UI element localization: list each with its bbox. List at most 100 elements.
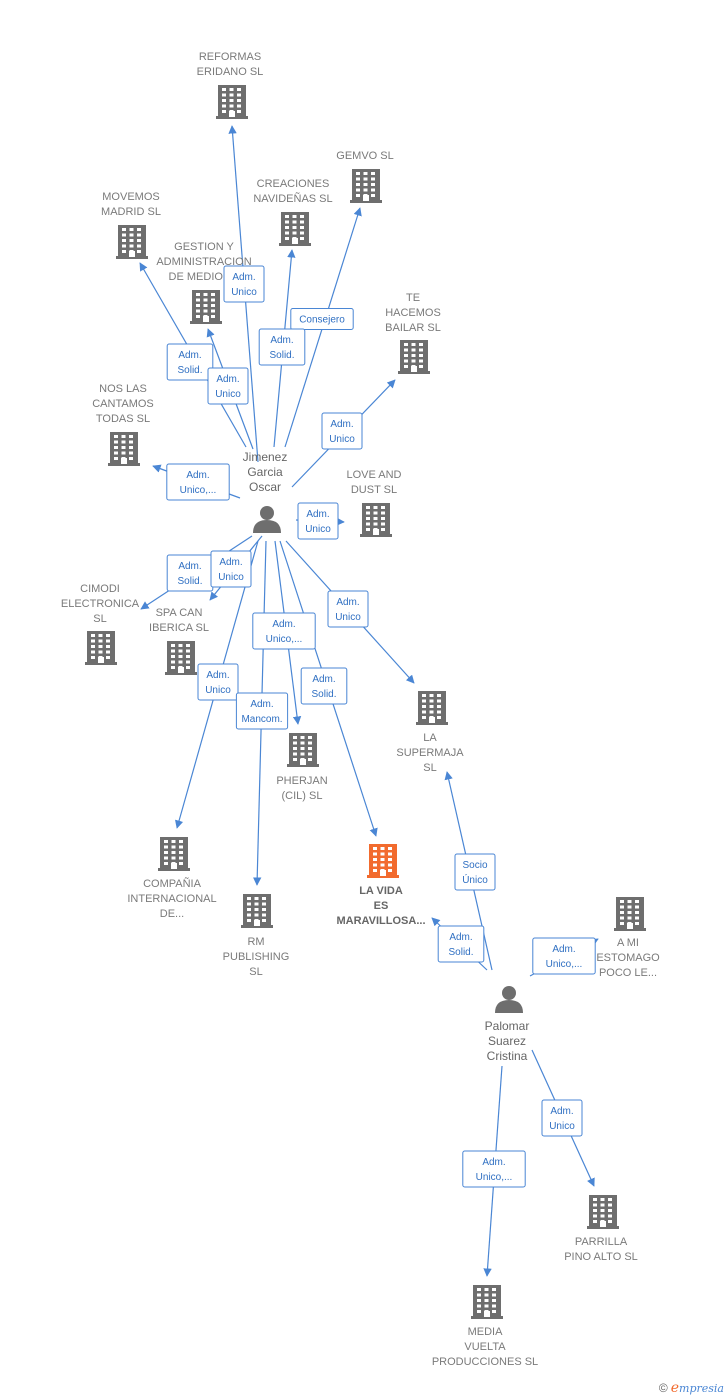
role-label-lasupermaja[interactable]: Adm.Unico xyxy=(327,590,369,628)
person-label-line: Palomar xyxy=(485,1019,530,1033)
building-icon xyxy=(279,212,311,246)
role-text: Adm. xyxy=(178,561,201,572)
role-text: Unico xyxy=(205,685,231,696)
company-label-line: GESTION Y xyxy=(174,241,234,253)
role-label-rm[interactable]: Adm.Mancom. xyxy=(235,692,289,730)
role-box-frame xyxy=(462,1150,526,1188)
company-node-compania[interactable]: COMPAÑIAINTERNACIONALDE... xyxy=(127,837,217,920)
company-label-line: PINO ALTO SL xyxy=(564,1251,638,1263)
role-box-frame xyxy=(290,308,354,330)
role-text: Adm. xyxy=(250,699,273,710)
person-label-line: Garcia xyxy=(247,465,283,479)
role-text: Unico,... xyxy=(476,1172,513,1183)
role-text: Adm. xyxy=(272,619,295,630)
role-label-loveanddust[interactable]: Adm.Unico xyxy=(297,502,339,540)
company-label-line: ADMINISTRACION xyxy=(156,256,251,268)
company-node-gemvo[interactable]: GEMVO SL xyxy=(336,150,394,203)
role-label-parrilla[interactable]: Adm.Unico xyxy=(541,1099,583,1137)
company-label-line: PHERJAN xyxy=(276,775,327,787)
role-text: Unico xyxy=(218,572,244,583)
building-icon xyxy=(116,225,148,259)
role-text: Consejero xyxy=(299,315,345,326)
role-text: Unico xyxy=(329,434,355,445)
role-label-gemvo[interactable]: Consejero xyxy=(290,308,354,330)
company-label-line: PARRILLA xyxy=(575,1236,628,1248)
building-icon xyxy=(158,837,190,871)
company-label-line: POCO LE... xyxy=(599,967,657,979)
role-box-frame xyxy=(223,265,265,303)
role-text: Adm. xyxy=(206,670,229,681)
building-icon xyxy=(216,85,248,119)
role-label-spacan[interactable]: Adm. Unico xyxy=(210,550,252,588)
role-label-media[interactable]: Adm.Unico,... xyxy=(462,1150,526,1188)
company-label-line: INTERNACIONAL xyxy=(127,893,216,905)
company-label-line: DUST SL xyxy=(351,484,397,496)
role-label-creaciones[interactable]: Adm.Solid. xyxy=(258,328,306,366)
role-text: Solid. xyxy=(177,576,202,587)
role-label-pherjan[interactable]: Adm.Unico,... xyxy=(252,612,316,650)
role-text: Solid. xyxy=(448,947,473,958)
building-icon xyxy=(165,641,197,675)
role-box-frame xyxy=(207,367,249,405)
role-text: Adm. xyxy=(178,350,201,361)
role-label-gestion[interactable]: Adm.Unico xyxy=(207,367,249,405)
role-label-movemos[interactable]: Adm. Solid. xyxy=(166,343,214,381)
role-box-frame xyxy=(235,692,289,730)
company-label-line: PUBLISHING xyxy=(223,951,290,963)
company-label-line: NOS LAS xyxy=(99,383,147,395)
building-icon xyxy=(190,290,222,324)
company-node-pherjan[interactable]: PHERJAN(CIL) SL xyxy=(276,733,328,802)
company-label-line: TODAS SL xyxy=(96,413,150,425)
role-text: Solid. xyxy=(177,365,202,376)
person-label-line: Oscar xyxy=(249,480,281,494)
company-node-lavida[interactable]: LA VIDAESMARAVILLOSA... xyxy=(336,844,426,927)
role-text: Unico,... xyxy=(180,485,217,496)
brand-name: mpresia xyxy=(679,1382,724,1395)
role-label-reformas[interactable]: Adm.Unico xyxy=(223,265,265,303)
building-icon xyxy=(416,691,448,725)
person-label-line: Suarez xyxy=(488,1034,526,1048)
role-box-frame xyxy=(166,343,214,381)
role-label-amiestomago[interactable]: Adm.Unico,... xyxy=(532,937,596,975)
building-icon xyxy=(614,897,646,931)
role-text: Solid. xyxy=(311,689,336,700)
role-text: Adm. xyxy=(219,557,242,568)
company-node-parrilla[interactable]: PARRILLA PINO ALTO SL xyxy=(564,1195,638,1263)
brand-footer: ©empresia xyxy=(659,1380,724,1396)
role-box-frame xyxy=(210,550,252,588)
role-text: Unico xyxy=(335,612,361,623)
role-box-frame xyxy=(541,1099,583,1137)
role-box-frame xyxy=(454,853,496,891)
role-label-noslas[interactable]: Adm.Unico,... xyxy=(166,463,230,501)
role-text: Unico,... xyxy=(546,959,583,970)
company-label-line: PRODUCCIONES SL xyxy=(432,1356,538,1368)
role-label-tehacemos[interactable]: Adm.Unico xyxy=(321,412,363,450)
role-label-cimodi[interactable]: Adm. Solid. xyxy=(166,554,214,592)
role-label-lavida[interactable]: Adm.Solid. xyxy=(300,667,348,705)
role-label-lavida[interactable]: Adm.Solid. xyxy=(437,925,485,963)
role-text: Único xyxy=(462,873,488,886)
company-label-line: RM xyxy=(247,936,264,948)
role-box-frame xyxy=(258,328,306,366)
role-box-frame xyxy=(252,612,316,650)
company-label-line: A MI xyxy=(617,937,639,949)
company-label-line: COMPAÑIA xyxy=(143,877,202,890)
role-label-compania[interactable]: Adm. Unico xyxy=(197,663,239,701)
